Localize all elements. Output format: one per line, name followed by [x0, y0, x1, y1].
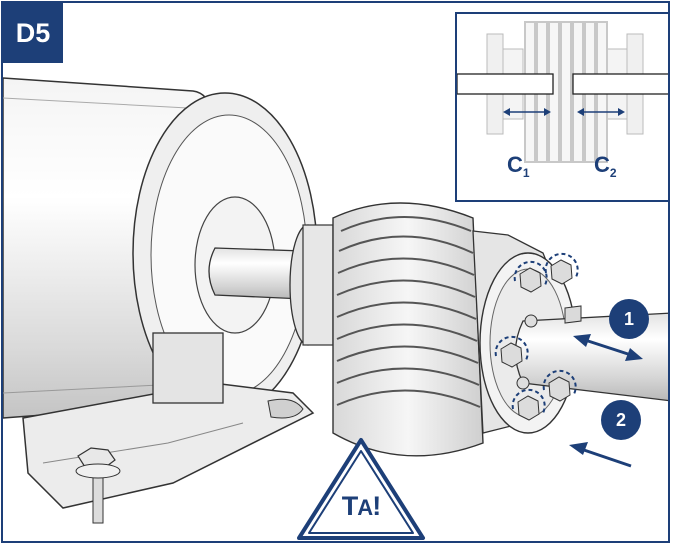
metal-bellows [332, 202, 484, 457]
step-1-marker: 1 [609, 299, 649, 339]
torque-warning-triangle [297, 438, 425, 540]
clamp-screw-icon [513, 260, 548, 293]
bellows-gap-detail [457, 21, 668, 163]
coupling-left-hub [289, 224, 334, 346]
axial-movement-arrow [573, 334, 643, 361]
threaded-hole-icon [516, 376, 530, 390]
base-bolt [75, 447, 121, 524]
clamp-screw-icon [511, 388, 546, 421]
gap-dimension-c1 [503, 108, 551, 116]
torque-symbol-label: TA! [341, 491, 381, 521]
push-arrow [569, 442, 632, 468]
clamp-screw-icon [494, 335, 529, 368]
gap-dimension-c2 [577, 108, 625, 116]
detail-inset: C1 C2 [455, 12, 668, 202]
clamp-screw-icon [544, 252, 579, 285]
clamp-screws [494, 252, 579, 421]
threaded-hole-icon [524, 314, 538, 328]
coupling-assembly-scene [3, 77, 668, 540]
label-c2: C2 [594, 152, 617, 180]
motor-shaft [208, 247, 304, 300]
step-2-marker: 2 [601, 400, 641, 440]
shaft-key [564, 305, 582, 324]
clamp-screw-icon [542, 369, 577, 402]
step-badge: D5 [3, 3, 63, 63]
label-c1: C1 [507, 152, 530, 180]
